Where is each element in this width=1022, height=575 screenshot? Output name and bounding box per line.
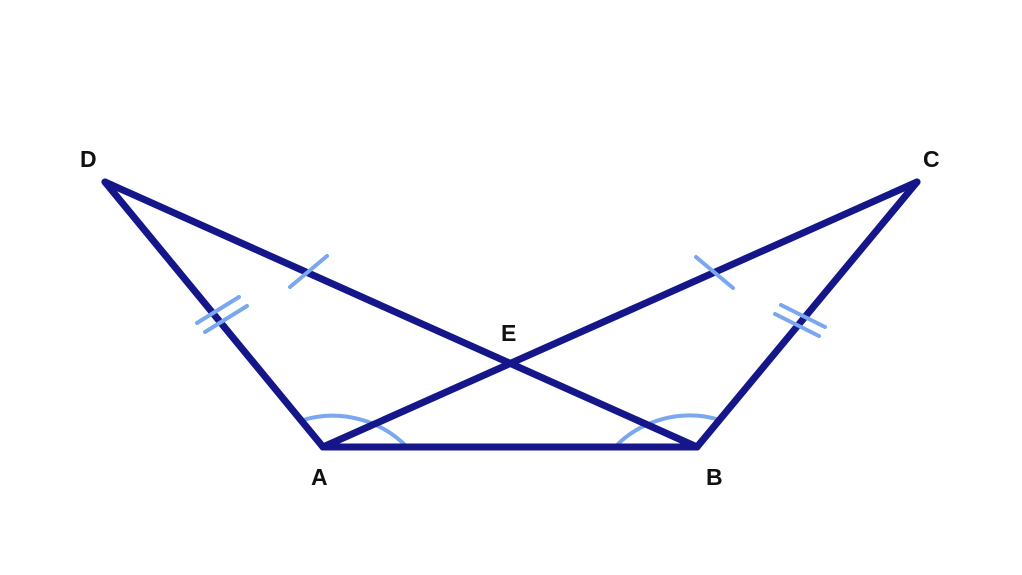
double-tick-ad xyxy=(195,295,249,334)
tick-ad-2 xyxy=(203,304,249,334)
point-label-a: A xyxy=(311,464,328,490)
tick-bc-1 xyxy=(779,303,827,329)
point-label-e: E xyxy=(501,320,516,346)
point-label-c: C xyxy=(923,146,940,172)
angle-mark-b xyxy=(612,413,722,450)
point-label-b: B xyxy=(706,464,723,490)
angle-mark-a xyxy=(301,413,410,450)
segment-ac xyxy=(319,178,921,451)
point-label-d: D xyxy=(80,146,97,172)
segment-bd xyxy=(101,178,701,451)
tick-ad-1 xyxy=(195,295,241,325)
tick-bc-2 xyxy=(773,312,821,338)
double-tick-bc xyxy=(773,303,827,338)
segment-bc xyxy=(693,178,921,451)
single-tick-de xyxy=(288,254,329,289)
single-tick-ce xyxy=(694,255,735,290)
